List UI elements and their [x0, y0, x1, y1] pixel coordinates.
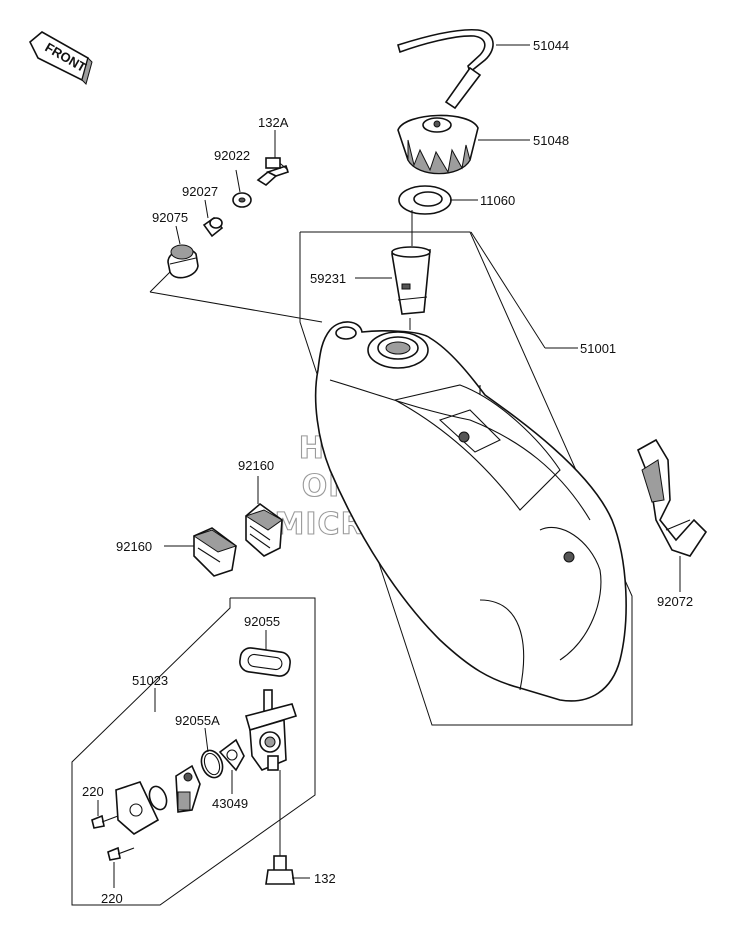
front-direction-badge: FRONT — [29, 31, 93, 85]
label-132: 132 — [314, 871, 336, 886]
gasket-43049 — [218, 738, 245, 794]
part-number-labels: 51044 51048 11060 59231 51001 132A 92022… — [82, 38, 693, 906]
fuel-filter-screen — [355, 210, 431, 330]
collar-92027 — [202, 199, 224, 238]
label-92160-upper: 92160 — [238, 458, 274, 473]
tank-band-92072 — [636, 438, 708, 592]
vent-hose — [397, 28, 530, 110]
label-92027: 92027 — [182, 184, 218, 199]
damper-92160-upper — [244, 476, 283, 557]
label-51048: 51048 — [533, 133, 569, 148]
label-59231: 59231 — [310, 271, 346, 286]
cap-gasket — [398, 185, 478, 215]
label-51001: 51001 — [580, 341, 616, 356]
mounting-hardware-group — [149, 130, 323, 323]
screw-220-lower — [107, 846, 135, 888]
label-51023: 51023 — [132, 673, 168, 688]
fuel-tank — [314, 321, 627, 702]
label-92055a: 92055A — [175, 713, 220, 728]
screw-220-upper — [91, 800, 119, 829]
filler-cap — [397, 114, 530, 175]
damper-92075 — [167, 225, 199, 279]
label-11060: 11060 — [480, 193, 515, 208]
washer-92022 — [232, 169, 252, 208]
label-220-lower: 220 — [101, 891, 123, 906]
label-51044: 51044 — [533, 38, 569, 53]
damper-92160-lower — [164, 527, 238, 577]
o-ring-small — [148, 785, 168, 811]
label-220-upper: 220 — [82, 784, 104, 799]
bolt-132a — [256, 130, 290, 186]
label-92072: 92072 — [657, 594, 693, 609]
cock-strainer — [175, 764, 201, 813]
cock-plate — [115, 781, 160, 835]
label-92022: 92022 — [214, 148, 250, 163]
fuel-cock-assembly-bracket — [230, 597, 316, 690]
label-92160-lower: 92160 — [116, 539, 152, 554]
label-132a: 132A — [258, 115, 289, 130]
bolt-132 — [265, 770, 310, 885]
gasket-92055 — [239, 630, 291, 677]
label-43049: 43049 — [212, 796, 248, 811]
fuel-cock — [245, 689, 298, 771]
o-ring-92055a — [200, 727, 224, 779]
label-92055: 92055 — [244, 614, 280, 629]
tank-assembly-bracket — [299, 231, 633, 726]
label-92075: 92075 — [152, 210, 188, 225]
